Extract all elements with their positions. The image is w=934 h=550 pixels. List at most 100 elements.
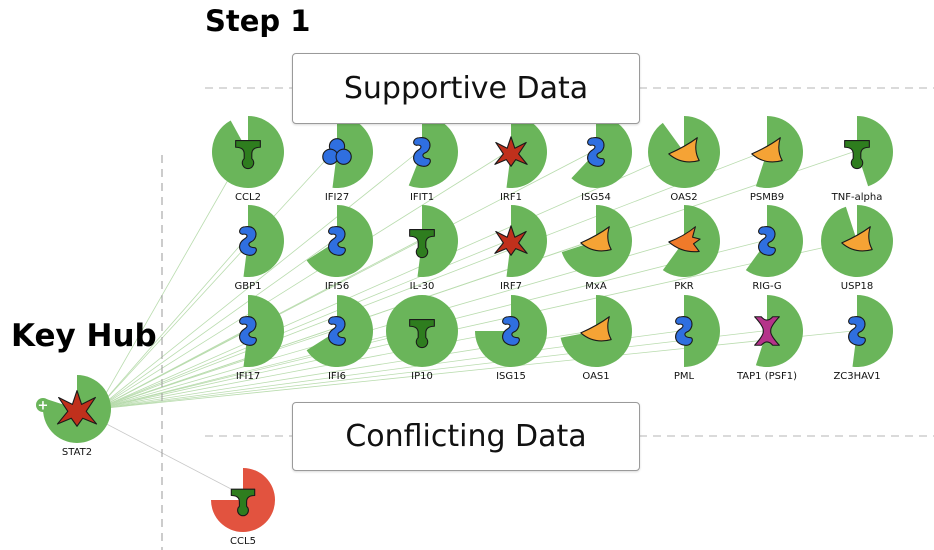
gene-node-ifit1[interactable]: IFIT1: [408, 116, 459, 203]
gene-node-irf1[interactable]: IRF1: [494, 116, 548, 203]
enzyme-icon: [751, 137, 783, 163]
evidence-arc: [857, 116, 893, 187]
gene-label: STAT2: [62, 447, 92, 458]
gene-label: ZC3HAV1: [833, 371, 880, 382]
gene-label: USP18: [841, 281, 873, 292]
gene-label: OAS1: [582, 371, 609, 382]
step-title: Step 1: [205, 4, 311, 38]
expand-button[interactable]: +: [36, 398, 50, 414]
gene-node-isg54[interactable]: ISG54: [571, 116, 633, 203]
edge-stat2-zc3hav1: [96, 330, 854, 410]
evidence-arc: [408, 116, 459, 189]
isg-icon: [328, 226, 346, 256]
transcription-regulator-icon: [494, 225, 528, 256]
conflicting-data-box: Conflicting Data: [292, 402, 640, 471]
edge-stat2-tap1-psf1: [96, 330, 764, 410]
gene-label: IFI6: [328, 371, 346, 382]
edge-stat2-usp18: [96, 240, 854, 410]
evidence-arc: [417, 205, 459, 277]
enzyme-icon: [668, 137, 700, 163]
enzyme-icon: [580, 226, 612, 252]
isg-icon: [502, 316, 520, 346]
gene-node-tap1-psf1[interactable]: TAP1 (PSF1): [736, 295, 803, 382]
isg-icon: [758, 226, 776, 256]
key-hub-title: Key Hub: [11, 318, 157, 354]
edge-stat2-gbp1: [96, 240, 245, 410]
evidence-arc: [506, 116, 548, 189]
gene-node-tnf-alpha[interactable]: TNF-alpha: [831, 116, 893, 203]
plus-icon: [36, 398, 50, 412]
cytokine-icon: [409, 229, 435, 259]
gene-node-il-30[interactable]: IL-30: [409, 205, 459, 292]
evidence-arc: [571, 116, 633, 189]
cytokine-icon: [409, 319, 435, 349]
evidence-arc: [684, 295, 720, 367]
cytokine-icon: [235, 140, 261, 170]
gene-label: IFI56: [325, 281, 349, 292]
gene-label: IP10: [411, 371, 433, 382]
gene-label: PKR: [674, 281, 694, 292]
gene-node-mxa[interactable]: MxA: [561, 205, 633, 292]
supportive-data-box: Supportive Data: [292, 53, 640, 124]
gene-node-ifi17[interactable]: IFI17: [236, 295, 285, 382]
gene-node-ip10[interactable]: IP10: [386, 295, 458, 382]
cytokine-icon: [844, 140, 870, 170]
gene-label: IFIT1: [410, 192, 434, 203]
evidence-arc: [243, 205, 285, 278]
enzyme-icon: [841, 226, 873, 252]
gene-label: ISG54: [581, 192, 611, 203]
gene-label: IFI27: [325, 192, 349, 203]
gene-node-ccl5[interactable]: CCL5: [211, 468, 275, 547]
gene-node-gbp1[interactable]: GBP1: [234, 205, 285, 292]
gene-node-zc3hav1[interactable]: ZC3HAV1: [833, 295, 894, 382]
gene-node-ifi6[interactable]: IFI6: [306, 295, 373, 382]
gene-label: OAS2: [670, 192, 697, 203]
gene-label: CCL5: [230, 536, 256, 547]
evidence-arc: [852, 295, 894, 368]
edge-stat2-ifi6: [96, 330, 334, 410]
isg-icon: [239, 226, 257, 256]
gene-label: MxA: [585, 281, 607, 292]
gene-node-ifi27[interactable]: IFI27: [322, 116, 373, 203]
transcription-regulator-icon: [494, 136, 528, 167]
isg-icon: [413, 137, 431, 167]
isg-icon: [848, 316, 866, 346]
transporter-icon: [754, 316, 780, 346]
gene-node-rig-g[interactable]: RIG-G: [745, 205, 803, 292]
edge-stat2-ifi27: [96, 151, 334, 410]
gene-node-irf7[interactable]: IRF7: [494, 205, 548, 292]
gene-node-isg15[interactable]: ISG15: [475, 295, 547, 382]
gene-label: RIG-G: [752, 281, 781, 292]
gene-node-oas2[interactable]: OAS2: [648, 116, 720, 203]
gene-label: TAP1 (PSF1): [736, 371, 797, 382]
gene-node-usp18[interactable]: USP18: [820, 205, 893, 292]
hub-node-stat2[interactable]: STAT2: [42, 375, 111, 458]
isg-icon: [587, 137, 605, 167]
edge-stat2-psmb9: [96, 151, 764, 410]
evidence-arc: [243, 295, 285, 368]
isg-icon: [239, 316, 257, 346]
cytokine-icon: [230, 488, 256, 517]
expand-symbol: +: [38, 399, 49, 414]
edge-stat2-ifi17: [96, 330, 245, 410]
transcription-regulator-icon: [56, 390, 98, 427]
gene-label: IRF7: [500, 281, 522, 292]
gene-node-pkr[interactable]: PKR: [662, 205, 720, 292]
isg-icon: [675, 316, 693, 346]
gene-node-pml[interactable]: PML: [674, 295, 720, 382]
enzyme-icon: [580, 316, 612, 342]
gene-label: TNF-alpha: [831, 192, 883, 203]
evidence-arc: [745, 205, 803, 277]
gene-label: CCL2: [235, 192, 261, 203]
gene-node-oas1[interactable]: OAS1: [560, 295, 632, 382]
edge-stat2-ifi56: [96, 240, 334, 410]
gene-node-ccl2[interactable]: CCL2: [211, 116, 285, 203]
gene-label: IRF1: [500, 192, 522, 203]
kinase-icon: [668, 226, 701, 253]
cluster-icon: [322, 138, 352, 165]
gene-node-psmb9[interactable]: PSMB9: [750, 116, 803, 203]
edge-stat2-oas2: [96, 151, 681, 410]
gene-node-ifi56[interactable]: IFI56: [306, 205, 373, 292]
